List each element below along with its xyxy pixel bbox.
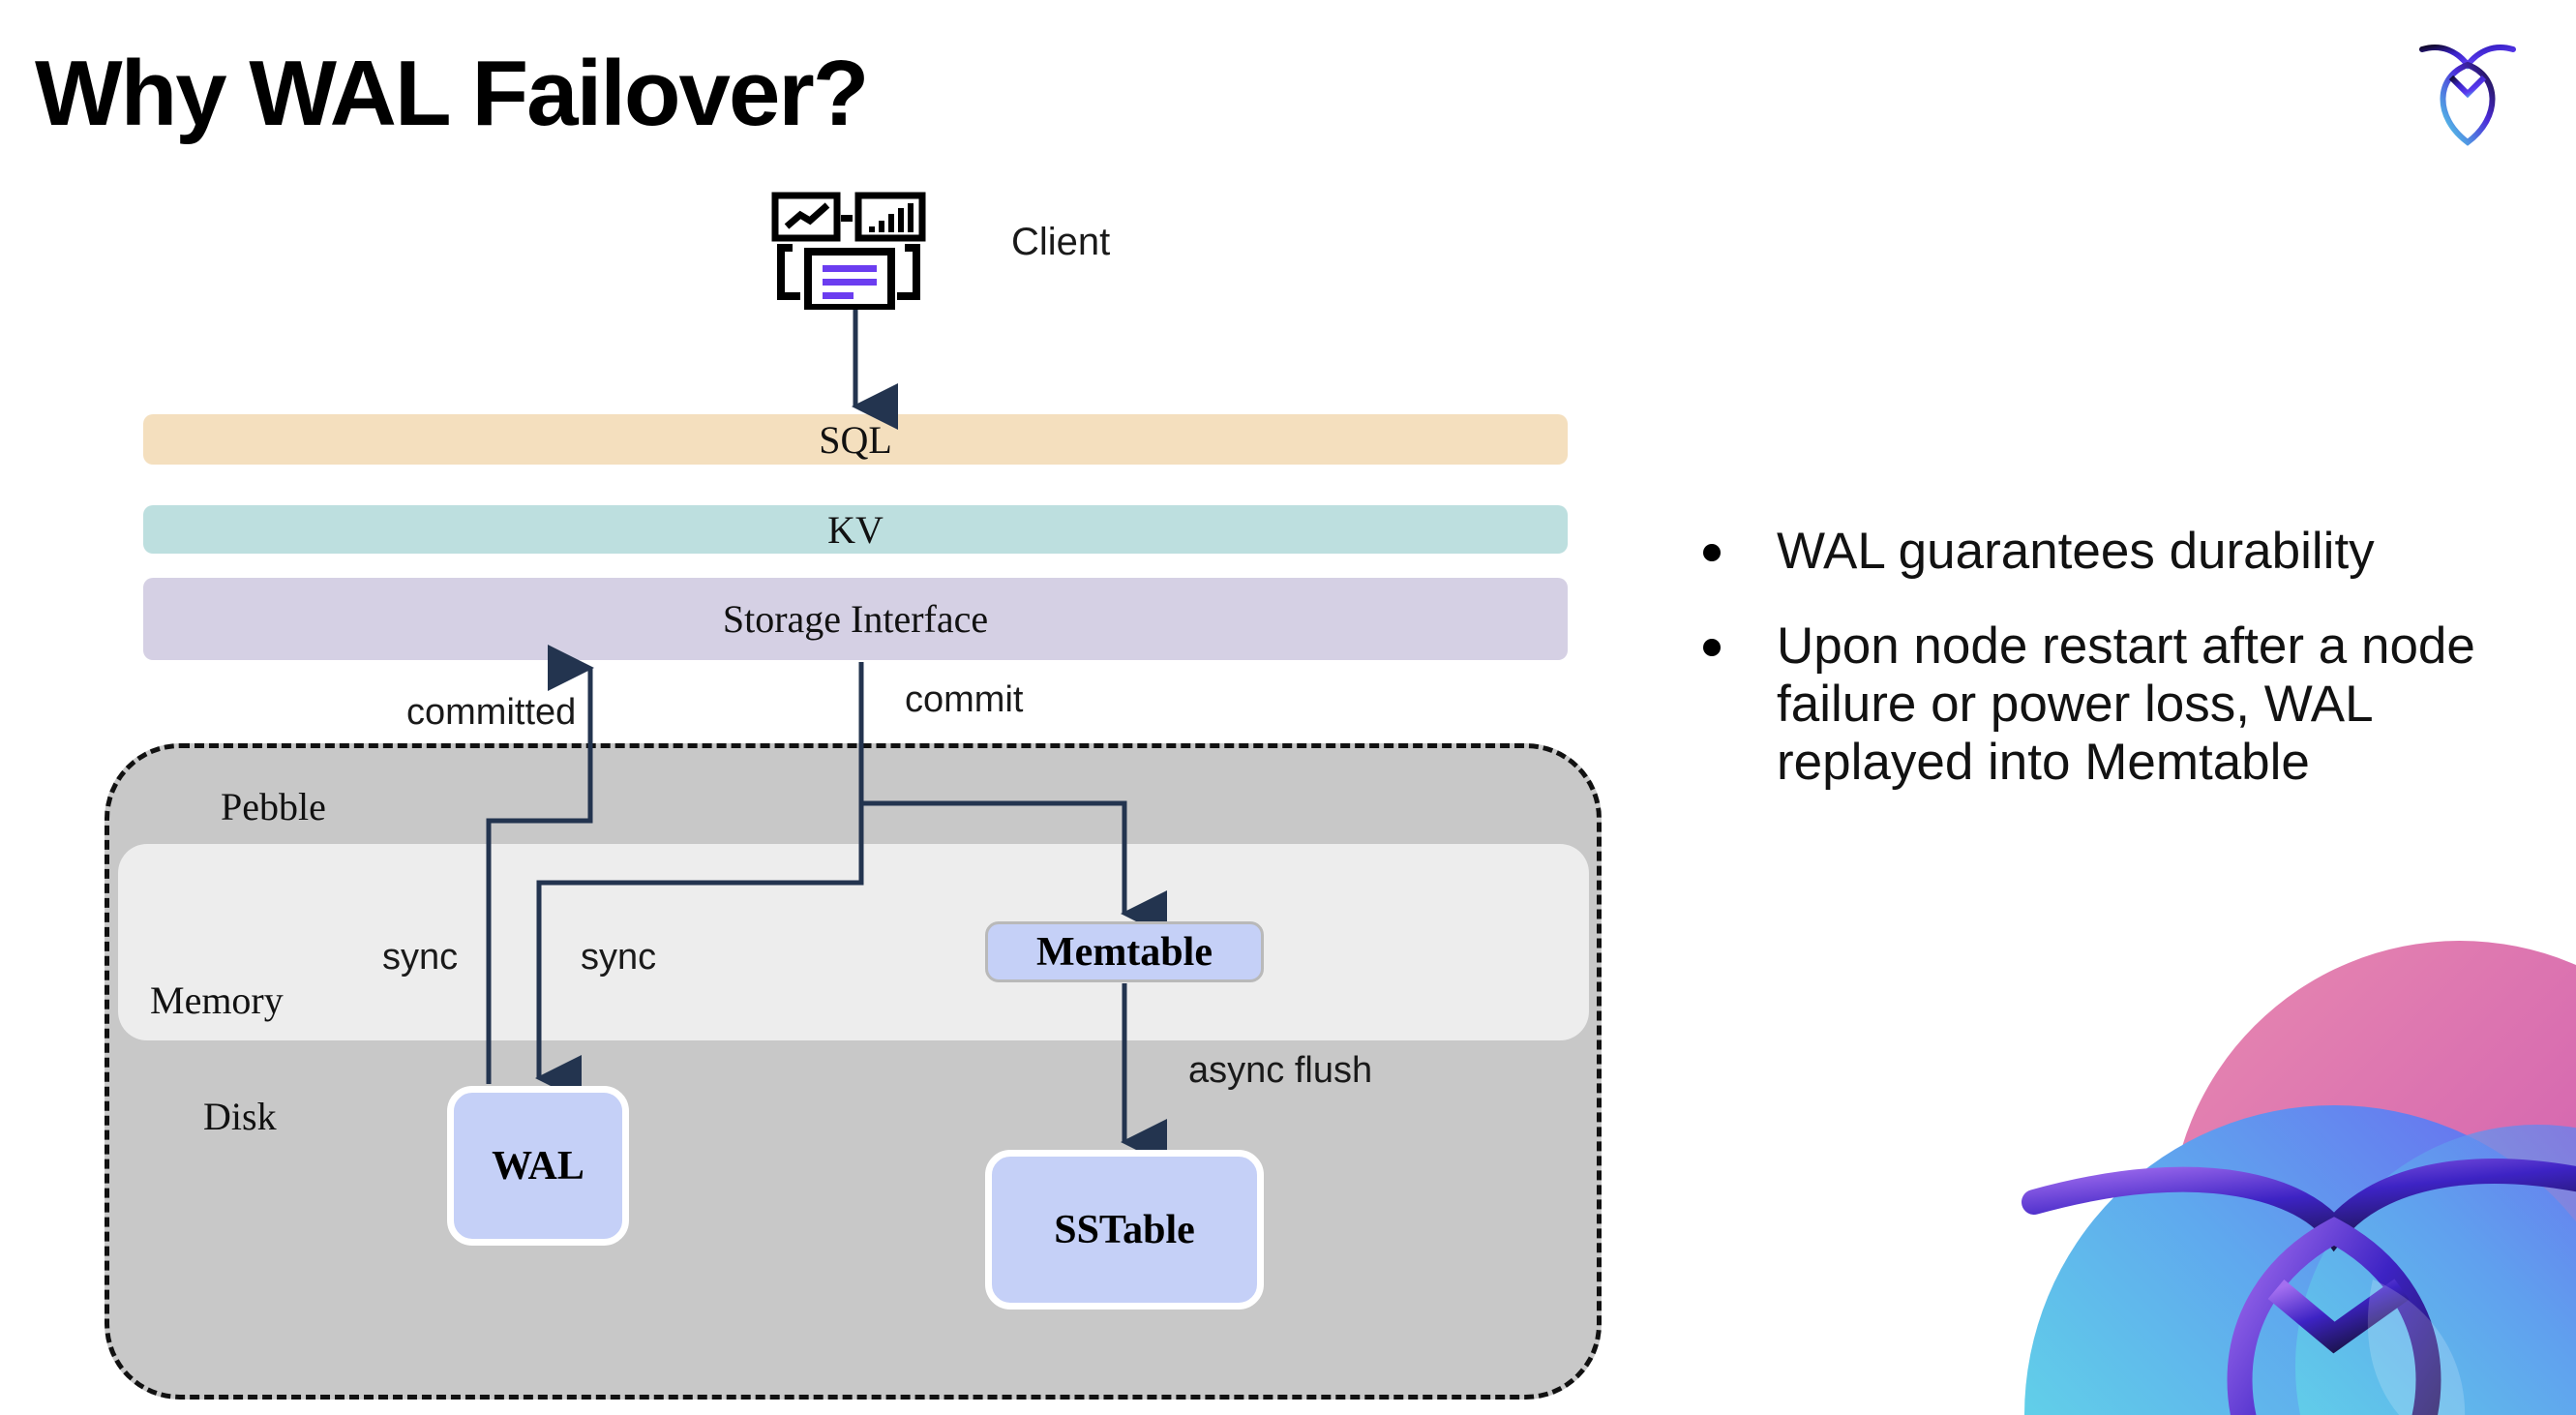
- layer-bar-storage-interface: Storage Interface: [143, 578, 1568, 660]
- edge-label-commit: commit: [905, 679, 1024, 720]
- layer-label-kv: KV: [827, 507, 884, 552]
- node-sstable: SSTable: [985, 1150, 1264, 1310]
- bullet-text: Upon node restart after a node failure o…: [1777, 617, 2475, 791]
- layer-label-storage-interface: Storage Interface: [722, 597, 989, 641]
- list-item: Upon node restart after a node failure o…: [1703, 617, 2506, 792]
- node-label-sstable: SSTable: [1054, 1207, 1195, 1252]
- bullet-list: WAL guarantees durability Upon node rest…: [1703, 523, 2506, 828]
- memory-label: Memory: [150, 978, 284, 1022]
- node-label-wal: WAL: [492, 1143, 584, 1189]
- bullet-dot-icon: [1703, 638, 1721, 656]
- bullet-dot-icon: [1703, 544, 1721, 561]
- cockroachdb-logo: [2414, 34, 2521, 150]
- edge-label-sync-1: sync: [382, 937, 459, 978]
- node-wal: WAL: [447, 1086, 629, 1246]
- pebble-container: [105, 743, 1602, 1400]
- client-devices-icon: [771, 192, 926, 312]
- decorative-logo-art: [1918, 912, 2576, 1415]
- page-title: Why WAL Failover?: [35, 42, 869, 145]
- layer-bar-sql: SQL: [143, 414, 1568, 465]
- node-memtable: Memtable: [985, 921, 1264, 982]
- memory-panel: [118, 844, 1589, 1040]
- client-label: Client: [1011, 221, 1111, 263]
- pebble-label: Pebble: [221, 785, 326, 828]
- layer-bar-kv: KV: [143, 505, 1568, 554]
- disk-label: Disk: [203, 1095, 277, 1138]
- bullet-text: WAL guarantees durability: [1777, 523, 2375, 580]
- edge-label-committed: committed: [406, 692, 577, 733]
- layer-label-sql: SQL: [819, 417, 892, 462]
- node-label-memtable: Memtable: [1036, 929, 1213, 975]
- edge-label-async-flush: async flush: [1188, 1050, 1373, 1091]
- edge-label-sync-2: sync: [581, 937, 657, 978]
- list-item: WAL guarantees durability: [1703, 523, 2506, 581]
